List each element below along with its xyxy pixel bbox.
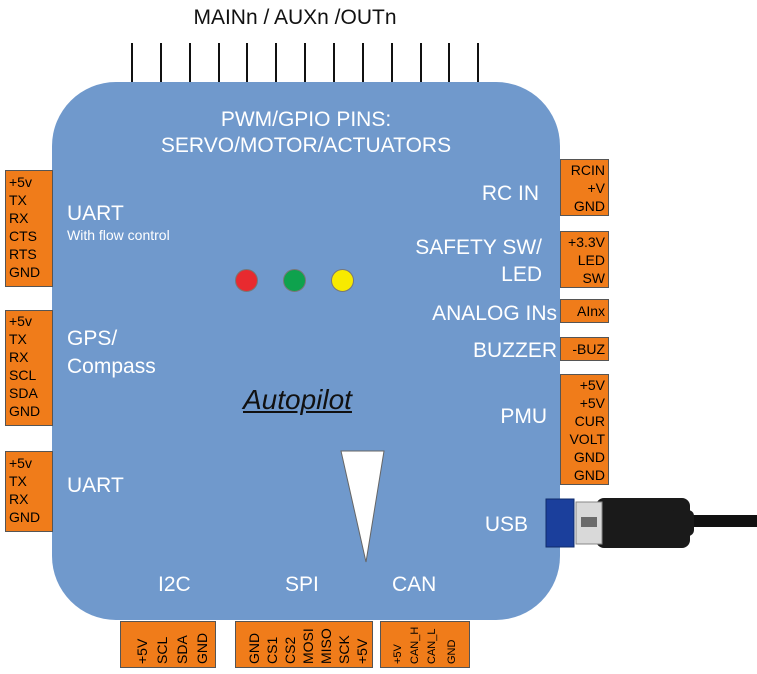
pin-label: RTS <box>9 246 37 262</box>
pin-label: CTS <box>9 228 37 244</box>
connector-uart2: +5v TX RX GND <box>5 451 53 532</box>
spi-label: SPI <box>285 573 319 596</box>
rc-in-label: RC IN <box>481 182 539 205</box>
uart2-label: UART <box>67 474 124 497</box>
status-led-green <box>283 269 306 292</box>
pin-label: TX <box>9 192 27 208</box>
autopilot-board <box>52 82 560 620</box>
pin-label: GND <box>246 632 262 664</box>
pwm-label-line2: SERVO/MOTOR/ACTUATORS <box>160 134 452 158</box>
analog-in-label: ANALOG INs <box>432 302 557 325</box>
pin-label: -BUZ <box>572 341 605 357</box>
pwm-pin <box>391 43 393 83</box>
i2c-label: I2C <box>158 573 191 596</box>
pin-label: +5V <box>392 644 404 664</box>
pin-label: +5V <box>579 395 605 411</box>
pin-label: GND <box>9 509 41 525</box>
pwm-pin <box>420 43 422 83</box>
connector-analog: AInx <box>560 299 609 323</box>
pwm-pin <box>275 43 277 83</box>
pwm-pin <box>333 43 335 83</box>
pin-label: +V <box>587 180 605 196</box>
pwm-pin <box>160 43 162 83</box>
safety-label-line1: SAFETY SW/ <box>415 236 542 259</box>
connector-gps: +5v TX RX SCL SDA GND <box>5 310 53 426</box>
pin-label: GND <box>9 403 41 419</box>
pin-label: MISO <box>318 628 334 664</box>
connector-spi: GND CS1 CS2 MOSI MISO SCK +5V <box>235 621 373 668</box>
pwm-label-line1: PWM/GPIO PINS: <box>220 108 392 131</box>
pin-label: SDA <box>9 385 38 401</box>
pin-label: CAN_L <box>426 628 438 664</box>
pin-label: CS1 <box>264 636 280 664</box>
pin-label: VOLT <box>569 431 605 447</box>
connector-rc-in: RCIN +V GND <box>560 159 609 216</box>
pin-label: CAN_H <box>409 626 421 664</box>
connector-buzzer: -BUZ <box>560 337 609 361</box>
safety-label-line2: LED <box>501 263 542 286</box>
connector-i2c: +5V SCL SDA GND <box>120 621 216 668</box>
pin-label: GND <box>446 639 458 664</box>
pin-label: CUR <box>574 413 605 429</box>
status-led-yellow <box>331 269 354 292</box>
pin-label: +5v <box>9 455 32 471</box>
pin-label: GND <box>9 264 41 280</box>
pin-label: SDA <box>174 635 190 664</box>
pin-label: +5v <box>9 174 32 190</box>
pwm-pin <box>131 43 133 83</box>
pin-label: +5V <box>579 377 605 393</box>
gps-label-line2: Compass <box>67 355 156 378</box>
connector-pmu: +5V +5V CUR VOLT GND GND <box>560 374 609 485</box>
pwm-pin <box>304 43 306 83</box>
pin-label: +5v <box>9 313 32 329</box>
can-label: CAN <box>392 573 437 596</box>
pwm-pin <box>477 43 479 83</box>
pin-label: +3.3V <box>568 234 605 250</box>
pin-label: CS2 <box>282 636 298 664</box>
usb-label: USB <box>484 513 528 536</box>
pin-label: SCK <box>336 635 352 664</box>
pin-label: +5V <box>354 638 370 664</box>
pwm-pin <box>448 43 450 83</box>
pin-label: TX <box>9 473 27 489</box>
usb-cable-icon <box>545 498 757 548</box>
pin-label: RX <box>9 491 29 507</box>
pin-label: TX <box>9 331 27 347</box>
pin-label: GND <box>573 467 605 483</box>
pin-label: SCL <box>9 367 37 383</box>
pin-label: SW <box>582 270 605 286</box>
connector-uart1: +5v TX RX CTS RTS GND <box>5 170 53 287</box>
pin-label: RX <box>9 349 29 365</box>
pwm-pin <box>189 43 191 83</box>
status-led-red <box>235 269 258 292</box>
header-pwm-title: MAINn / AUXn /OUTn <box>193 6 397 29</box>
connector-safety: +3.3V LED SW <box>560 231 609 288</box>
connector-can: +5V CAN_H CAN_L GND <box>380 621 470 668</box>
pwm-pin <box>218 43 220 83</box>
pin-label: GND <box>573 449 605 465</box>
gps-label-line1: GPS/ <box>67 327 118 350</box>
pmu-label: PMU <box>500 405 547 428</box>
pin-label: LED <box>577 252 605 268</box>
pin-label: GND <box>194 632 210 664</box>
orientation-arrow-icon <box>340 450 385 563</box>
buzzer-label: BUZZER <box>473 339 557 362</box>
autopilot-name: Autopilot <box>243 384 352 415</box>
pin-label: MOSI <box>300 628 316 664</box>
uart1-sublabel: With flow control <box>67 227 170 243</box>
uart1-label: UART <box>67 202 124 225</box>
pin-label: RX <box>9 210 29 226</box>
pin-label: GND <box>573 198 605 214</box>
pwm-pin <box>362 43 364 83</box>
pin-label: +5V <box>134 638 150 664</box>
pwm-pin <box>246 43 248 83</box>
pin-label: SCL <box>154 636 170 664</box>
pwm-pins-label: PWM/GPIO PINS: SERVO/MOTOR/ACTUATORS <box>52 108 560 157</box>
pin-label: RCIN <box>570 162 605 178</box>
pin-label: AInx <box>576 303 605 319</box>
